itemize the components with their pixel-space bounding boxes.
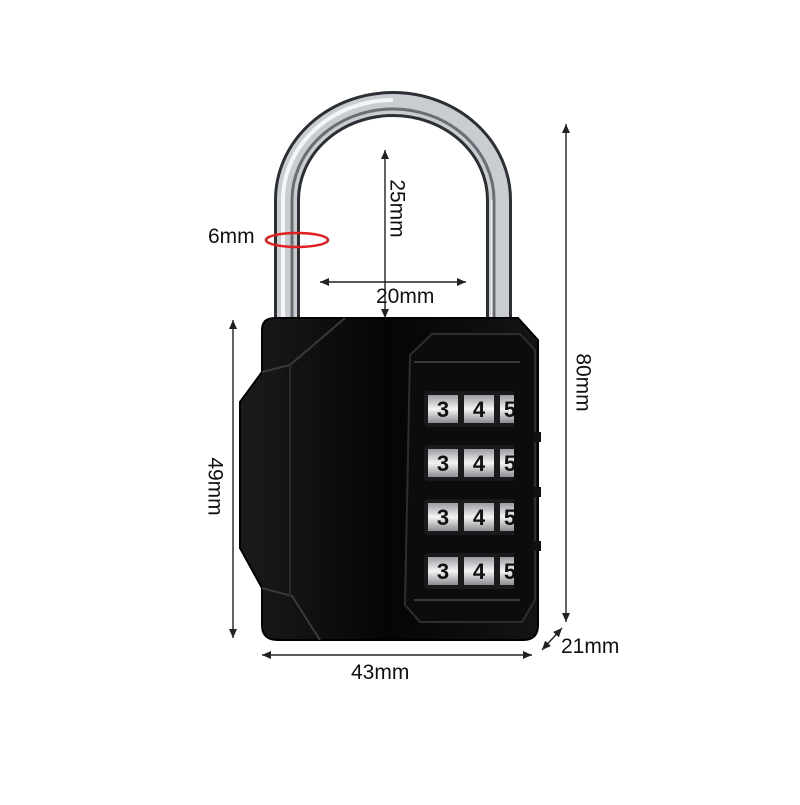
dial-digit: 3 — [437, 397, 449, 422]
dial-digit: 4 — [473, 559, 486, 584]
dial-wheel — [428, 557, 458, 585]
dial-wheel — [428, 503, 458, 531]
dial-wheel — [500, 557, 514, 585]
body-height-label: 49mm — [203, 457, 227, 516]
dial-digit: 5 — [504, 559, 516, 584]
dial-wheel — [428, 449, 458, 477]
dial-digit: 4 — [473, 397, 486, 422]
dial-digit: 5 — [504, 397, 516, 422]
shackle-height-label: 25mm — [385, 179, 409, 238]
body-depth-label: 21mm — [561, 635, 620, 658]
dial-side-notches — [533, 432, 541, 551]
body-depth-line — [541, 627, 563, 651]
shackle — [274, 91, 512, 330]
shackle-diameter-ring — [264, 231, 330, 249]
total-height-label: 80mm — [571, 353, 595, 412]
dial-digit: 3 — [437, 451, 449, 476]
dial-wheel — [464, 449, 494, 477]
dial-wheel — [500, 503, 514, 531]
dial-wheel — [464, 503, 494, 531]
dial-digit: 4 — [473, 451, 486, 476]
shackle-diameter-label: 6mm — [208, 225, 255, 248]
dial-wheel — [464, 557, 494, 585]
dial-digit: 5 — [504, 505, 516, 530]
dial-digit: 3 — [437, 559, 449, 584]
dial-wheel — [500, 395, 514, 423]
dial-wheel — [428, 395, 458, 423]
shackle-width-label: 20mm — [376, 285, 435, 308]
dial-digit: 5 — [504, 451, 516, 476]
dial-digit: 3 — [437, 505, 449, 530]
dimension-lines — [229, 124, 570, 659]
dial-wheel — [464, 395, 494, 423]
body-width-label: 43mm — [351, 661, 410, 684]
dial-digit: 4 — [473, 505, 486, 530]
dial-wheel — [500, 449, 514, 477]
